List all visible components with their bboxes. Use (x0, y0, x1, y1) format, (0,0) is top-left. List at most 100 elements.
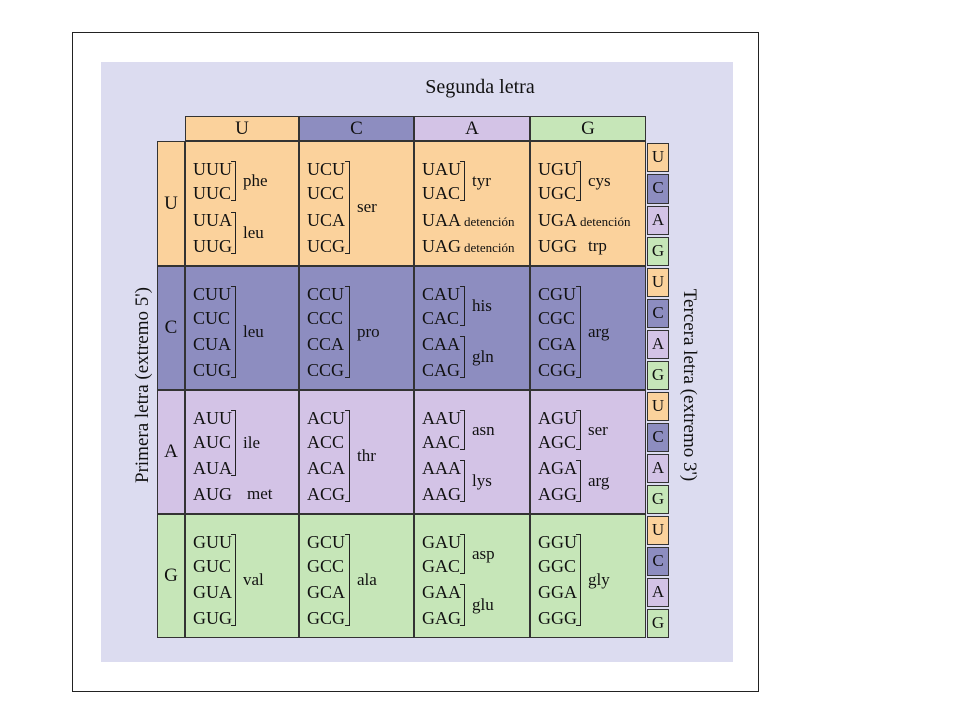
amino-acid-tyr: tyr (472, 171, 491, 191)
third-letter-a-a: A (647, 454, 669, 483)
bracket-pro (345, 286, 350, 378)
codon-gca: GCA (307, 582, 346, 602)
third-letter-c-g: G (647, 361, 669, 390)
codon-aag: AAG (422, 484, 461, 504)
codon-ggg: GGG (538, 608, 577, 628)
bracket-lys (460, 460, 465, 502)
amino-acid-thr: thr (357, 446, 376, 465)
bracket-cys (576, 161, 581, 202)
codon-gua: GUA (193, 582, 232, 602)
codon-agu: AGU (538, 408, 577, 428)
bracket-gln (460, 336, 465, 378)
bracket-tyr (460, 161, 465, 202)
codon-auc: AUC (193, 432, 232, 452)
codon-acc: ACC (307, 432, 345, 452)
bracket-ser (576, 410, 581, 450)
amino-acid-lys: lys (472, 471, 492, 490)
bracket-leu (231, 211, 236, 254)
codon-cell-ca (414, 266, 530, 390)
column-header-c: C (299, 116, 414, 141)
codon-cua: CUA (193, 334, 232, 354)
amino-acid-pro: pro (357, 322, 380, 341)
third-letter-g-u: U (647, 516, 669, 545)
codon-aga: AGA (538, 458, 577, 478)
codon-ggc: GGC (538, 556, 577, 576)
third-letter-u-c: C (647, 174, 669, 204)
codon-uua: UUA (193, 209, 232, 230)
codon-cgc: CGC (538, 308, 576, 328)
codon-cell-ag (530, 390, 646, 514)
bracket-arg (576, 286, 581, 378)
third-letter-g-c: C (647, 547, 669, 576)
amino-acid-phe: phe (243, 171, 268, 191)
codon-cac: CAC (422, 308, 460, 328)
bracket-ala (345, 534, 350, 626)
codon-acg: ACG (307, 484, 346, 504)
column-header-u: U (185, 116, 299, 141)
codon-aac: AAC (422, 432, 461, 452)
bracket-leu (231, 286, 236, 378)
codon-ugu: UGU (538, 159, 577, 180)
third-letter-g-a: A (647, 578, 669, 607)
codon-cell-ga (414, 514, 530, 638)
codon-cell-uc (299, 141, 414, 266)
codon-gcg: GCG (307, 608, 346, 628)
codon-ugc: UGC (538, 183, 577, 204)
amino-acid-detención: detención (464, 213, 515, 229)
amino-acid-val: val (243, 570, 264, 589)
amino-acid-arg: arg (588, 471, 610, 490)
row-header-u: U (157, 141, 185, 266)
codon-gcc: GCC (307, 556, 345, 576)
codon-uuc: UUC (193, 183, 232, 204)
bracket-arg (576, 460, 581, 502)
codon-cell-cg (530, 266, 646, 390)
codon-uaa: UAA (422, 209, 461, 230)
third-letter-a-g: G (647, 485, 669, 514)
codon-aau: AAU (422, 408, 461, 428)
third-letter-u-g: G (647, 236, 669, 266)
codon-aua: AUA (193, 458, 232, 478)
amino-acid-leu: leu (243, 222, 264, 242)
amino-acid-met: met (247, 484, 273, 503)
amino-acid-glu: glu (472, 595, 494, 614)
third-letter-c-a: A (647, 330, 669, 359)
codon-cga: CGA (538, 334, 577, 354)
codon-ggu: GGU (538, 532, 577, 552)
codon-cell-ua (414, 141, 530, 266)
codon-uac: UAC (422, 183, 461, 204)
third-letter-a-u: U (647, 392, 669, 421)
third-letter-c-c: C (647, 299, 669, 328)
codon-agg: AGG (538, 484, 577, 504)
codon-uga: UGA (538, 209, 577, 230)
codon-uag: UAG (422, 235, 461, 256)
codon-aug: AUG (193, 484, 232, 504)
column-header-a: A (414, 116, 530, 141)
codon-cell-gc (299, 514, 414, 638)
codon-cell-uu (185, 141, 299, 266)
codon-cell-au (185, 390, 299, 514)
bracket-ser (345, 161, 350, 254)
codon-auu: AUU (193, 408, 232, 428)
codon-cell-gg (530, 514, 646, 638)
bracket-asn (460, 410, 465, 450)
amino-acid-ile: ile (243, 433, 260, 452)
codon-cug: CUG (193, 360, 232, 380)
codon-gac: GAC (422, 556, 461, 576)
codon-uuu: UUU (193, 159, 232, 180)
third-letter-u-u: U (647, 143, 669, 173)
right-axis-label: Tercera letra (extremo 3') (679, 288, 700, 482)
amino-acid-detención: detención (464, 239, 515, 255)
amino-acid-asn: asn (472, 420, 495, 439)
amino-acid-arg: arg (588, 322, 610, 341)
codon-caa: CAA (422, 334, 461, 354)
codon-gug: GUG (193, 608, 232, 628)
left-axis-label: Primera letra (extremo 5') (132, 287, 153, 483)
third-letter-u-a: A (647, 205, 669, 235)
codon-aaa: AAA (422, 458, 461, 478)
codon-uca: UCA (307, 209, 346, 230)
codon-uug: UUG (193, 235, 232, 256)
amino-acid-ser: ser (588, 420, 608, 439)
codon-ccc: CCC (307, 308, 344, 328)
codon-guu: GUU (193, 532, 232, 552)
codon-cuu: CUU (193, 284, 232, 304)
